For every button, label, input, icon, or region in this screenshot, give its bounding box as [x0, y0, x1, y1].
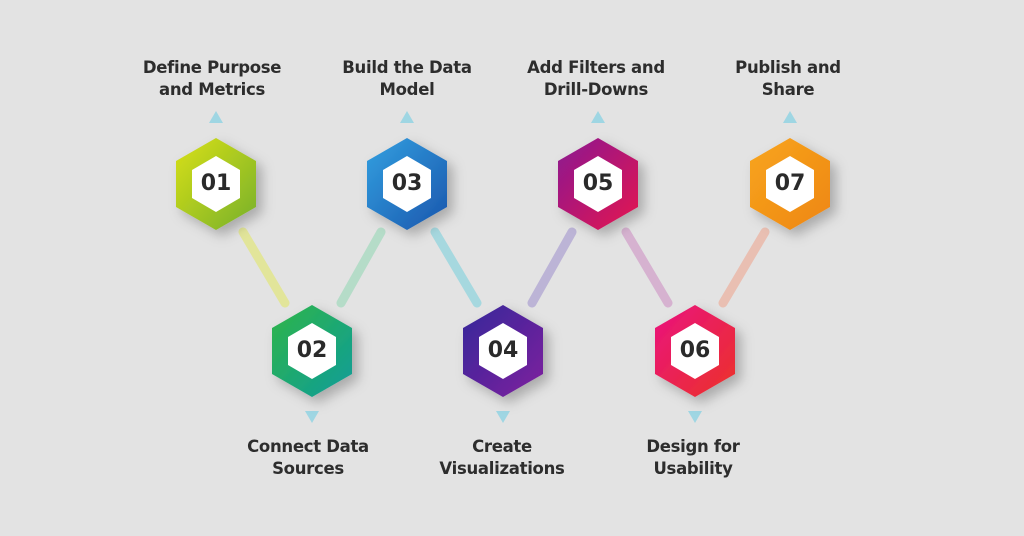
connector-04-05	[527, 227, 577, 308]
arrow-up-icon	[400, 111, 414, 123]
step-07-hexagon	[750, 138, 830, 230]
step-01-label: Define Purpose and Metrics	[112, 57, 312, 101]
step-05-label-line2: Drill-Downs	[543, 80, 649, 99]
step-04-number: 04	[487, 338, 519, 363]
arrow-up-icon	[209, 111, 223, 123]
step-05-number: 05	[582, 171, 614, 196]
arrow-down-icon	[305, 411, 319, 423]
step-03-number: 03	[391, 171, 423, 196]
step-03-label: Build the Data Model	[307, 57, 507, 101]
step-07-label: Publish and Share	[688, 57, 888, 101]
connector-02-03	[336, 227, 386, 308]
step-07-label-line2: Share	[761, 80, 815, 99]
step-04-label: Create Visualizations	[402, 436, 602, 480]
step-06-number: 06	[679, 338, 711, 363]
step-06-hexagon	[655, 305, 735, 397]
step-07-number: 07	[774, 171, 806, 196]
connector-01-02	[238, 227, 290, 308]
connectors	[238, 227, 770, 308]
step-05-label-line1: Add Filters and	[527, 58, 665, 77]
step-03-label-line2: Model	[379, 80, 435, 99]
step-06-label-line2: Usability	[653, 459, 733, 478]
step-02-number: 02	[296, 338, 328, 363]
step-06-label: Design for Usability	[593, 436, 793, 480]
step-01-label-line2: and Metrics	[158, 80, 266, 99]
step-02-label-line1: Connect Data	[247, 437, 369, 456]
step-01-hexagon	[176, 138, 256, 230]
step-02-label-line2: Sources	[272, 459, 344, 478]
step-06-label-line1: Design for	[646, 437, 740, 456]
arrow-up-icon	[783, 111, 797, 123]
connector-05-06	[621, 227, 673, 308]
step-03-hexagon	[367, 138, 447, 230]
connector-03-04	[430, 227, 482, 308]
step-02-label: Connect Data Sources	[208, 436, 408, 480]
step-05-label: Add Filters and Drill-Downs	[496, 57, 696, 101]
arrow-down-icon	[688, 411, 702, 423]
step-04-hexagon	[463, 305, 543, 397]
step-07-label-line1: Publish and	[735, 58, 841, 77]
step-04-label-line2: Visualizations	[439, 459, 565, 478]
step-02-hexagon	[272, 305, 352, 397]
connector-06-07	[718, 227, 770, 308]
arrow-up-icon	[591, 111, 605, 123]
arrow-down-icon	[496, 411, 510, 423]
step-04-label-line1: Create	[472, 437, 532, 456]
step-01-label-line1: Define Purpose	[142, 58, 282, 77]
step-05-hexagon	[558, 138, 638, 230]
step-01-number: 01	[200, 171, 232, 196]
arrows	[209, 111, 797, 423]
step-03-label-line1: Build the Data	[342, 58, 472, 77]
